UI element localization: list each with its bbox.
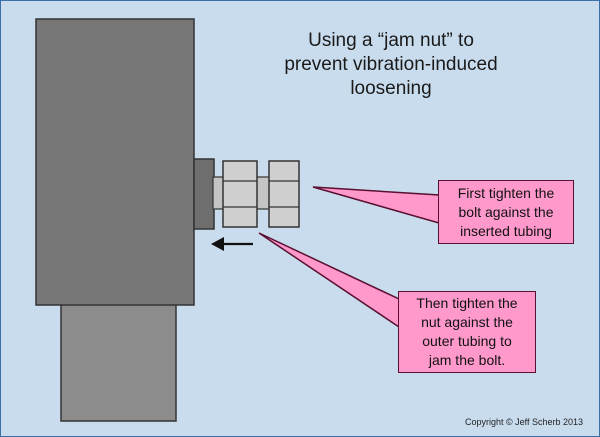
callout-first-tighten: First tighten the bolt against the inser… <box>438 180 574 244</box>
inserted-tubing-edge <box>193 158 215 230</box>
copyright-text: Copyright © Jeff Scherb 2013 <box>464 417 583 427</box>
left-arrow-icon <box>211 237 253 251</box>
callout-2-line-2: nut against the <box>421 314 513 330</box>
outer-tubing <box>35 18 195 306</box>
callout-then-tighten: Then tighten the nut against the outer t… <box>398 291 536 373</box>
callout-1-line-3: inserted tubing <box>460 223 552 239</box>
callout-2-line-3: outer tubing to <box>422 333 512 349</box>
callout-2-pointer <box>258 232 400 329</box>
callout-1-line-2: bolt against the <box>458 204 554 220</box>
callout-1-line-1: First tighten the <box>457 185 555 201</box>
inserted-tubing <box>60 302 177 422</box>
callout-2-line-4: jam the bolt. <box>428 352 506 368</box>
title-line-2: prevent vibration-induced <box>284 54 498 75</box>
callout-2-line-1: Then tighten the <box>416 295 518 311</box>
diagram-title: Using a “jam nut” to prevent vibration-i… <box>271 29 511 101</box>
title-line-1: Using a “jam nut” to <box>308 30 474 51</box>
callout-1-pointer <box>312 186 440 224</box>
bolt-head <box>268 160 300 228</box>
jam-nut <box>222 160 258 228</box>
title-line-3: loosening <box>350 78 432 99</box>
